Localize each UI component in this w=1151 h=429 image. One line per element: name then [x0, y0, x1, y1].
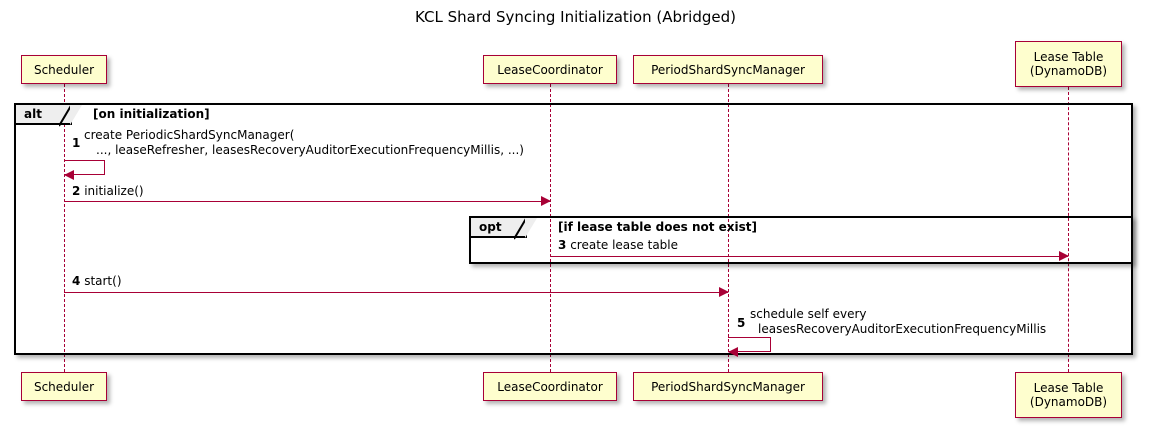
message-3-number: 3	[558, 238, 567, 252]
participant-lease-table-bottom[interactable]: Lease Table (DynamoDB)	[1015, 372, 1122, 418]
diagram-title: KCL Shard Syncing Initialization (Abridg…	[415, 8, 736, 26]
participant-label: Lease Table	[1033, 50, 1104, 64]
participant-label: Lease Table	[1033, 381, 1104, 395]
participant-label: Scheduler	[33, 62, 95, 77]
fragment-alt-guard: [on initialization]	[93, 107, 210, 121]
message-5-label-line2: leasesRecoveryAuditorExecutionFrequencyM…	[758, 322, 1047, 336]
participant-label: PeriodShardSyncManager	[651, 379, 805, 394]
participant-label: PeriodShardSyncManager	[651, 62, 805, 77]
participant-scheduler-top[interactable]: Scheduler	[21, 55, 107, 84]
message-1-label: create PeriodicShardSyncManager( ..., le…	[84, 128, 524, 158]
message-1-number: 1	[72, 136, 81, 150]
fragment-alt-operator-label: alt	[24, 107, 42, 121]
participant-label: Scheduler	[33, 379, 95, 394]
message-2-arrow-head	[541, 196, 551, 206]
participant-lease-coordinator-bottom[interactable]: LeaseCoordinator	[483, 372, 617, 401]
participant-label: LeaseCoordinator	[497, 62, 603, 77]
participant-label: LeaseCoordinator	[497, 379, 603, 394]
lifeline-lease-table	[1068, 87, 1069, 372]
participant-period-shard-sync-manager-bottom[interactable]: PeriodShardSyncManager	[633, 372, 823, 401]
message-4-number: 4	[72, 274, 81, 288]
message-4-line	[64, 292, 728, 293]
message-4-arrow-head	[719, 287, 729, 297]
lifeline-period-shard-sync-manager	[728, 84, 729, 372]
message-1-self-loop	[64, 160, 105, 175]
fragment-opt	[469, 216, 1133, 264]
participant-scheduler-bottom[interactable]: Scheduler	[21, 372, 107, 401]
participant-label-sub: (DynamoDB)	[1029, 64, 1108, 78]
message-5-self-loop	[728, 337, 771, 352]
fragment-opt-guard: [if lease table does not exist]	[558, 220, 758, 234]
lifeline-scheduler	[64, 84, 65, 372]
message-3-line	[550, 256, 1068, 257]
message-5-label: schedule self every leasesRecoveryAudito…	[750, 307, 1046, 337]
message-1-label-line2: ..., leaseRefresher, leasesRecoveryAudit…	[96, 143, 524, 157]
lifeline-lease-coordinator	[550, 84, 551, 372]
fragment-opt-tab-corner-icon	[514, 217, 528, 240]
message-2-number: 2	[72, 184, 81, 198]
fragment-alt-tab-corner-icon	[59, 104, 73, 127]
fragment-alt-operator: alt	[16, 104, 82, 127]
message-5-label-line1: schedule self every	[750, 307, 867, 321]
message-4-label: 4 start()	[72, 274, 122, 288]
participant-label-sub: (DynamoDB)	[1029, 395, 1108, 409]
fragment-opt-operator: opt	[471, 217, 537, 240]
message-5-number: 5	[737, 316, 746, 330]
message-1-arrow-head	[64, 170, 74, 180]
message-5-arrow-head	[728, 347, 738, 357]
participant-period-shard-sync-manager-top[interactable]: PeriodShardSyncManager	[633, 55, 823, 84]
message-2-label: 2 initialize()	[72, 184, 144, 198]
participant-lease-coordinator-top[interactable]: LeaseCoordinator	[483, 55, 617, 84]
message-3-label: 3 create lease table	[558, 238, 678, 252]
fragment-opt-operator-label: opt	[479, 220, 502, 234]
message-3-text: create lease table	[570, 238, 679, 252]
message-2-text: initialize()	[84, 184, 144, 198]
message-2-line	[64, 201, 550, 202]
message-4-text: start()	[84, 274, 122, 288]
message-3-arrow-head	[1059, 251, 1069, 261]
message-1-label-line1: create PeriodicShardSyncManager(	[84, 128, 295, 142]
participant-lease-table-top[interactable]: Lease Table (DynamoDB)	[1015, 41, 1122, 87]
